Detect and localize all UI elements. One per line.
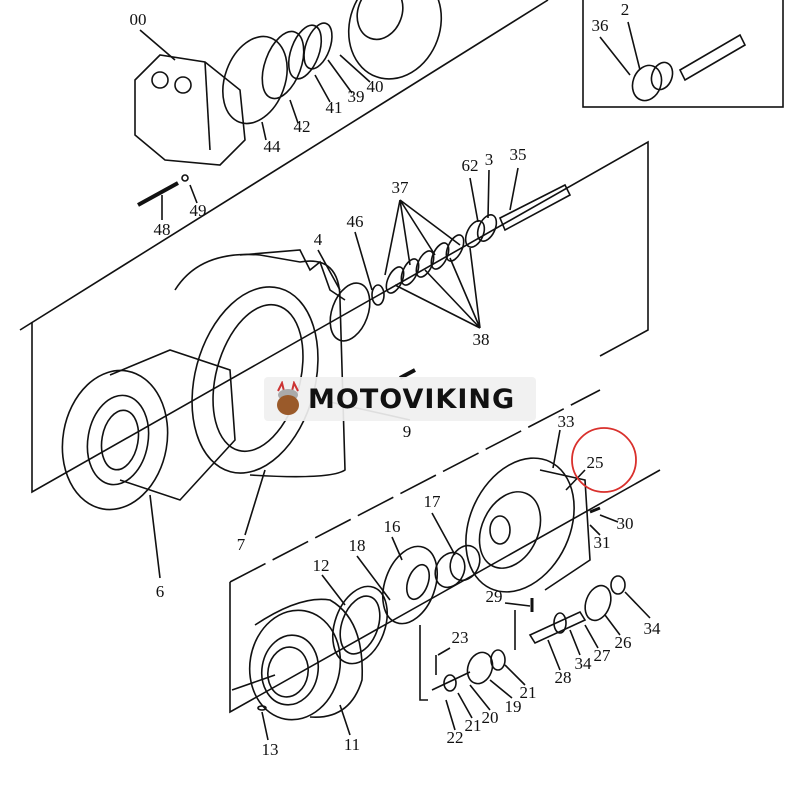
- part-label-9: 9: [402, 422, 412, 441]
- ring-12: [332, 585, 388, 665]
- part-label-19: 19: [504, 697, 522, 716]
- part-label-21: 21: [519, 683, 537, 702]
- part-label-2: 2: [620, 0, 630, 19]
- pinion-17: [434, 551, 466, 589]
- part-label-62: 62: [461, 156, 479, 175]
- brake-discs-37-38: [385, 234, 465, 294]
- part-label-42: 42: [293, 117, 311, 136]
- drum-11: [248, 598, 364, 721]
- part-label-22: 22: [446, 728, 464, 747]
- ring-42: [261, 30, 305, 100]
- part-label-13: 13: [261, 740, 279, 759]
- cover-40: [347, 0, 443, 80]
- part-label-4: 4: [313, 230, 323, 249]
- highlight-circle: [571, 427, 637, 493]
- carrier-25: [465, 457, 591, 593]
- part-label-12: 12: [312, 556, 330, 575]
- gear-19: [466, 651, 494, 685]
- part-label-36: 36: [591, 16, 609, 35]
- part-label-44: 44: [263, 137, 281, 156]
- part-label-20: 20: [481, 708, 499, 727]
- seal-4: [329, 282, 371, 342]
- part-label-30: 30: [616, 514, 634, 533]
- part-label-38: 38: [472, 330, 490, 349]
- viking-logo-icon: [277, 381, 299, 415]
- hub-6: [109, 349, 236, 501]
- part-label-31: 31: [593, 533, 611, 552]
- part-label-16: 16: [383, 517, 401, 536]
- part-label-3: 3: [484, 150, 494, 169]
- part-label-29: 29: [485, 587, 503, 606]
- part-label-40: 40: [366, 77, 384, 96]
- watermark: MOTOVIKING: [264, 377, 536, 421]
- frame-group-planetary: [229, 469, 661, 714]
- o-ring-44: [222, 35, 288, 125]
- part-label-33: 33: [557, 412, 575, 431]
- shaft-35: [498, 183, 572, 232]
- frame-line: [19, 0, 549, 331]
- part-label-27: 27: [593, 646, 611, 665]
- shaft-28: [528, 610, 587, 645]
- watermark-text: MOTOVIKING: [308, 383, 516, 415]
- part-label-34: 34: [643, 619, 661, 638]
- sprocket-7: [174, 253, 346, 478]
- part-label-41: 41: [325, 98, 343, 117]
- hydraulic-motor-00: [134, 54, 246, 166]
- part-label-46: 46: [346, 212, 364, 231]
- inset-frame: [582, 0, 784, 108]
- part-label-49: 49: [189, 201, 207, 220]
- part-label-39: 39: [347, 87, 365, 106]
- bearing-41: [287, 24, 323, 80]
- part-label-34-b: 34: [574, 654, 592, 673]
- part-label-37: 37: [391, 178, 409, 197]
- part-label-17: 17: [423, 492, 441, 511]
- part-label-23: 23: [451, 628, 469, 647]
- part-label-7: 7: [236, 535, 246, 554]
- part-label-11: 11: [343, 735, 361, 754]
- planet-carrier-16: [382, 545, 438, 625]
- frame-group-motor: [31, 140, 649, 494]
- part-label-18: 18: [348, 536, 366, 555]
- part-label-6: 6: [155, 582, 165, 601]
- part-label-35: 35: [509, 145, 527, 164]
- part-label-21-b: 21: [464, 716, 482, 735]
- part-label-25: 25: [586, 453, 604, 472]
- gear-26: [584, 584, 612, 622]
- part-label-26: 26: [614, 633, 632, 652]
- part-label-48: 48: [153, 220, 171, 239]
- part-label-28: 28: [554, 668, 572, 687]
- part-label-00: 00: [129, 10, 147, 29]
